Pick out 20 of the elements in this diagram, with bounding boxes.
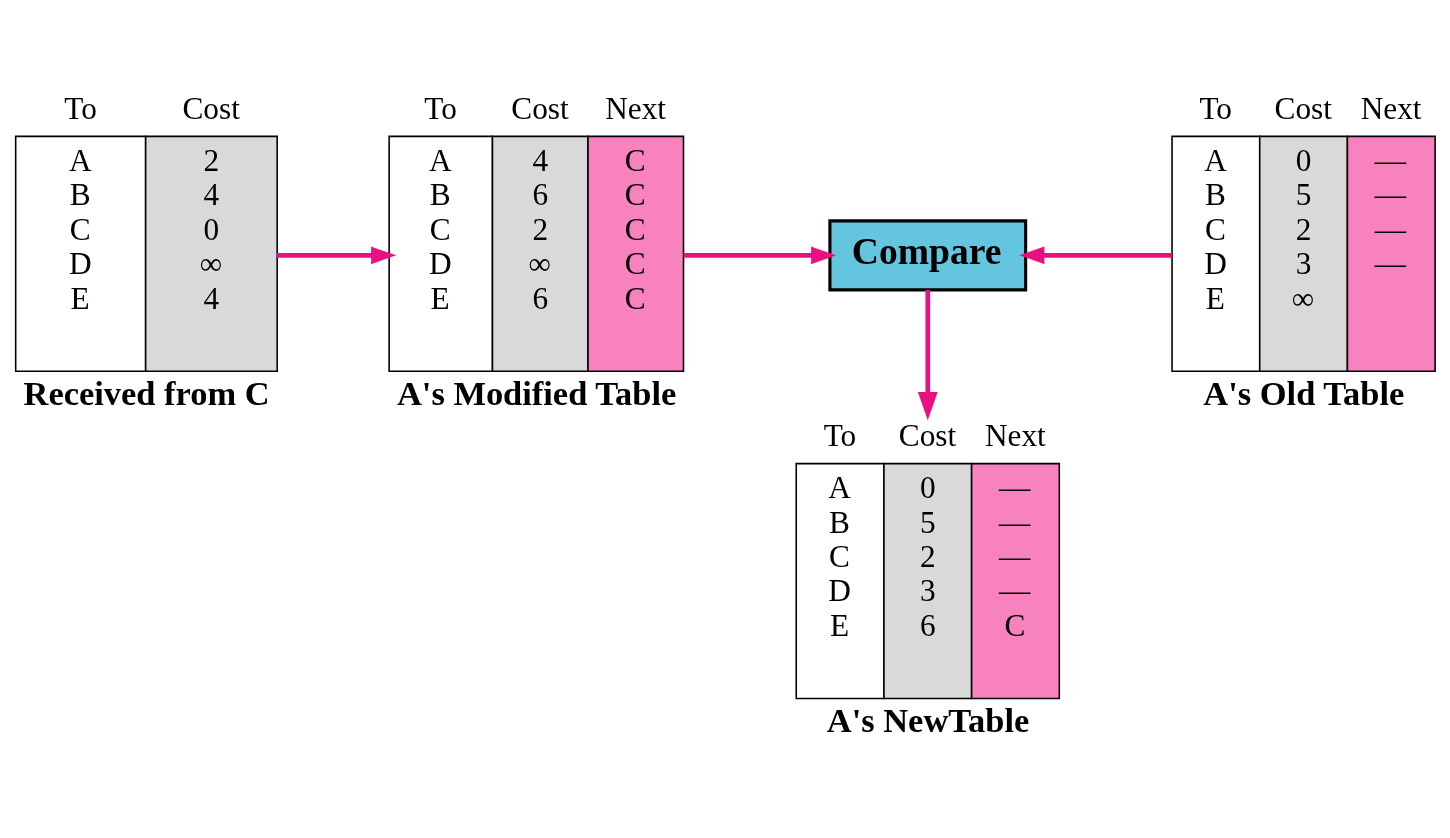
node-label: A's Modified Table	[396, 374, 677, 413]
node-label: Cost	[1274, 91, 1333, 127]
node-label: Next	[1360, 91, 1422, 127]
node-label: To	[424, 91, 457, 127]
node-label: To	[1199, 91, 1233, 127]
node-label: To	[823, 418, 857, 454]
node-label: A's Old Table	[1203, 374, 1405, 413]
node-label: Cost	[511, 91, 569, 127]
node-box: Compare	[828, 219, 1028, 292]
node-label: Next	[984, 418, 1046, 454]
node-label: Cost	[182, 91, 240, 127]
node-label: Cost	[898, 418, 957, 454]
node-label: Next	[605, 91, 667, 127]
arrow	[1019, 246, 1173, 265]
node-label: A's NewTable	[826, 701, 1030, 740]
node-label: Received from C	[23, 374, 270, 413]
arrow	[683, 246, 837, 265]
node-label: To	[64, 91, 97, 127]
arrow	[276, 246, 397, 265]
arrow	[917, 289, 938, 421]
